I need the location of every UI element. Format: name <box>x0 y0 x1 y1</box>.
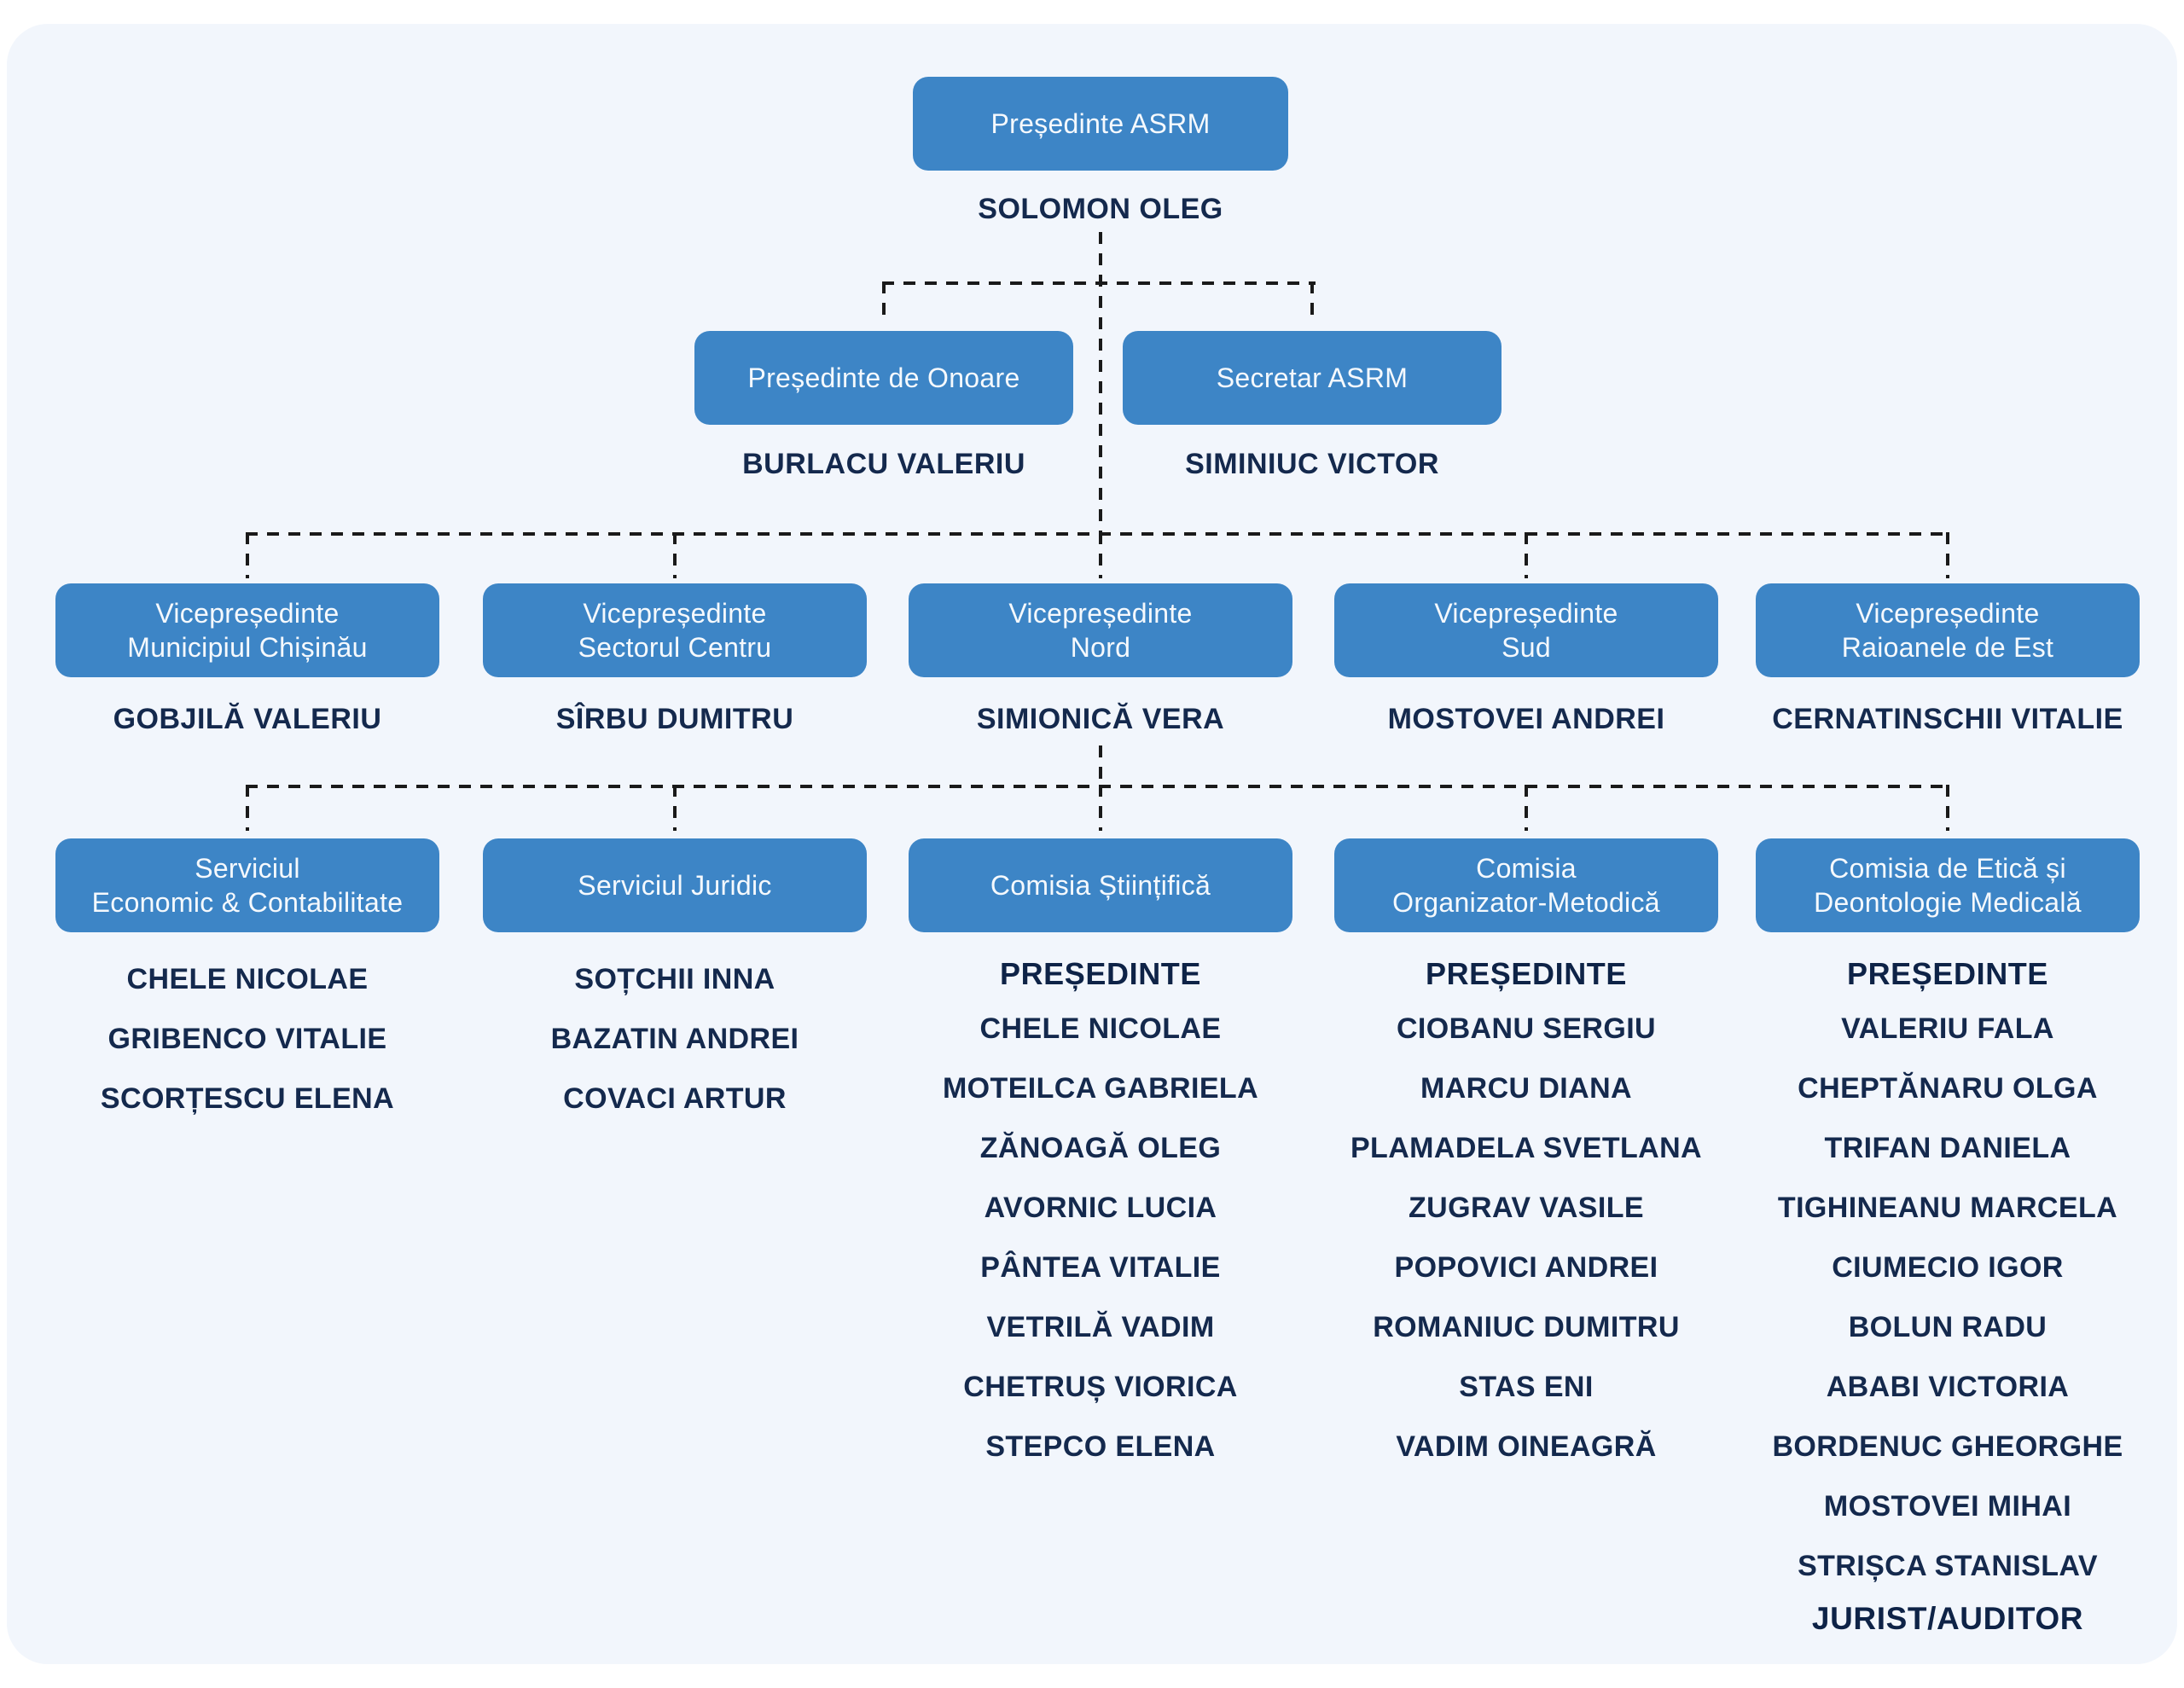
box-presedinte-asrm: Președinte ASRM <box>913 77 1288 171</box>
member-name: VALERIU FALA <box>1841 1012 2054 1045</box>
box-presedinte-de-onoare: Președinte de Onoare <box>694 331 1073 425</box>
member-name: TIGHINEANU MARCELA <box>1777 1191 2118 1224</box>
connector-level3-stub-2 <box>673 532 677 578</box>
connector-level3-stub-5 <box>1946 532 1949 578</box>
person-name-vp-nord: SIMIONICĂ VERA <box>976 703 1225 735</box>
box-label: Vicepreședinte Sectorul Centru <box>578 598 772 663</box>
member-name: MOTEILCA GABRIELA <box>942 1071 1259 1105</box>
member-name: STEPCO ELENA <box>985 1430 1216 1463</box>
box-label: Vicepreședinte Raioanele de Est <box>1841 598 2054 663</box>
box-comisia-etica: Comisia de Etică și Deontologie Medicală <box>1756 838 2140 932</box>
member-name: STRIȘCA STANISLAV <box>1798 1549 2098 1582</box>
connector-level4-stub-4 <box>1525 785 1528 831</box>
member-name: CHELE NICOLAE <box>126 962 369 995</box>
connector-root-spine <box>1099 232 1102 532</box>
member-name: CHEPTĂNARU OLGA <box>1798 1071 2098 1105</box>
box-label: Vicepreședinte Municipiul Chișinău <box>127 598 368 663</box>
member-name: SCORȚESCU ELENA <box>100 1082 395 1115</box>
president-heading: PREȘEDINTE <box>1425 956 1628 991</box>
member-name: GRIBENCO VITALIE <box>107 1022 387 1055</box>
box-serviciul-economic: Serviciul Economic & Contabilitate <box>55 838 439 932</box>
box-secretar-asrm: Secretar ASRM <box>1123 331 1502 425</box>
member-name: CIUMECIO IGOR <box>1832 1250 2064 1284</box>
box-comisia-organizator-metodica: Comisia Organizator-Metodică <box>1334 838 1718 932</box>
member-name: TRIFAN DANIELA <box>1824 1131 2071 1164</box>
box-vicepresedinte-chisinau: Vicepreședinte Municipiul Chișinău <box>55 583 439 677</box>
member-name: PÂNTEA VITALIE <box>980 1250 1221 1284</box>
connector-level4-stub-2 <box>673 785 677 831</box>
connector-level3-horizontal <box>246 532 1949 536</box>
box-vicepresedinte-est: Vicepreședinte Raioanele de Est <box>1756 583 2140 677</box>
box-serviciul-juridic: Serviciul Juridic <box>483 838 867 932</box>
connector-nord-spine <box>1099 745 1102 785</box>
member-name: MARCU DIANA <box>1420 1071 1633 1105</box>
box-vicepresedinte-sud: Vicepreședinte Sud <box>1334 583 1718 677</box>
president-heading: PREȘEDINTE <box>1846 956 2049 991</box>
connector-level4-stub-5 <box>1946 785 1949 831</box>
person-name-vp-est: CERNATINSCHII VITALIE <box>1772 703 2123 735</box>
member-role-footer: JURIST/AUDITOR <box>1811 1601 2084 1636</box>
box-label: Președinte de Onoare <box>747 363 1020 393</box>
members-comisia-etica: PREȘEDINTE VALERIU FALA CHEPTĂNARU OLGA TRI… <box>1756 949 2140 1642</box>
connector-level3-stub-4 <box>1525 532 1528 578</box>
member-name: ZĂNOAGĂ OLEG <box>979 1131 1222 1164</box>
member-name: AVORNIC LUCIA <box>984 1191 1217 1224</box>
box-comisia-stiintifica: Comisia Științifică <box>909 838 1292 932</box>
member-name: POPOVICI ANDREI <box>1394 1250 1658 1284</box>
box-label: Comisia de Etică și Deontologie Medicală <box>1814 853 2082 918</box>
member-name: MOSTOVEI MIHAI <box>1823 1489 2072 1523</box>
members-comisia-organizator-metodica: PREȘEDINTE CIOBANU SERGIU MARCU DIANA PLAMA… <box>1334 949 1718 1476</box>
person-name-president: SOLOMON OLEG <box>978 193 1223 225</box>
person-name-honorary-president: BURLACU VALERIU <box>742 448 1025 480</box>
box-label: Serviciul Juridic <box>578 870 772 901</box>
person-name-vp-sud: MOSTOVEI ANDREI <box>1387 703 1665 735</box>
member-name: VADIM OINEAGRĂ <box>1396 1430 1657 1463</box>
connector-level2-stub-left <box>882 281 886 322</box>
connector-level4-horizontal <box>246 785 1949 788</box>
connector-level3-stub-3 <box>1099 532 1102 578</box>
person-name-vp-chisinau: GOBJILĂ VALERIU <box>113 703 382 735</box>
person-name-secretary: SIMINIUC VICTOR <box>1185 448 1439 480</box>
connector-level2-stub-right <box>1310 281 1314 322</box>
box-label: Președinte ASRM <box>990 108 1211 139</box>
member-name: BORDENUC GHEORGHE <box>1772 1430 2123 1463</box>
box-label: Serviciul Economic & Contabilitate <box>91 853 404 918</box>
member-name: ABABI VICTORIA <box>1826 1370 2070 1403</box>
members-serviciul-juridic: SOȚCHII INNA BAZATIN ANDREI COVACI ARTUR <box>483 949 867 1128</box>
box-vicepresedinte-nord: Vicepreședinte Nord <box>909 583 1292 677</box>
member-name: BOLUN RADU <box>1848 1310 2048 1343</box>
president-heading: PREȘEDINTE <box>999 956 1202 991</box>
member-name: CIOBANU SERGIU <box>1396 1012 1657 1045</box>
member-name: CHELE NICOLAE <box>979 1012 1222 1045</box>
person-name-vp-centru: SÎRBU DUMITRU <box>555 703 794 735</box>
box-label: Comisia Științifică <box>990 870 1211 901</box>
connector-level4-stub-1 <box>246 785 249 831</box>
box-label: Comisia Organizator-Metodică <box>1392 853 1660 918</box>
member-name: CHETRUȘ VIORICA <box>963 1370 1238 1403</box>
box-label: Vicepreședinte Sud <box>1434 598 1618 663</box>
connector-level4-stub-3 <box>1099 785 1102 831</box>
member-name: SOȚCHII INNA <box>574 962 775 995</box>
members-serviciul-economic: CHELE NICOLAE GRIBENCO VITALIE SCORȚESCU E… <box>55 949 439 1128</box>
member-name: VETRILĂ VADIM <box>986 1310 1215 1343</box>
box-label: Secretar ASRM <box>1216 363 1409 393</box>
member-name: STAS ENI <box>1459 1370 1594 1403</box>
connector-level2-horizontal <box>882 281 1316 285</box>
member-name: COVACI ARTUR <box>563 1082 787 1115</box>
member-name: BAZATIN ANDREI <box>550 1022 799 1055</box>
connector-level3-stub-1 <box>246 532 249 578</box>
member-name: ROMANIUC DUMITRU <box>1373 1310 1680 1343</box>
member-name: ZUGRAV VASILE <box>1409 1191 1644 1224</box>
members-comisia-stiintifica: PREȘEDINTE CHELE NICOLAE MOTEILCA GABRIELA… <box>909 949 1292 1476</box>
member-name: PLAMADELA SVETLANA <box>1350 1131 1703 1164</box>
box-label: Vicepreședinte Nord <box>1008 598 1193 663</box>
box-vicepresedinte-centru: Vicepreședinte Sectorul Centru <box>483 583 867 677</box>
